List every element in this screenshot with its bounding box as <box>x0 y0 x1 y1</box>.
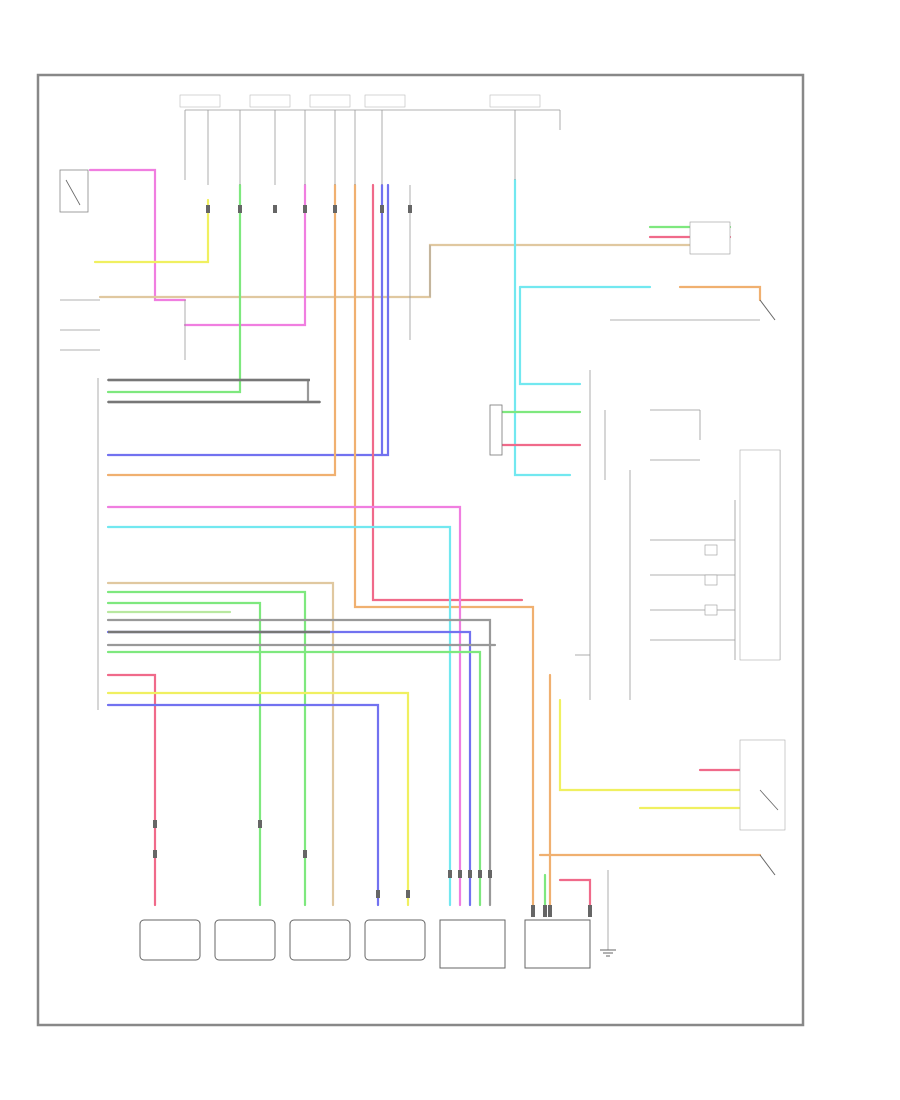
wire-orange-top-right <box>678 285 762 302</box>
center-connector <box>489 404 503 456</box>
component-2 <box>214 919 276 961</box>
wire-tan-mid <box>106 581 335 907</box>
diagram-border <box>36 73 805 1027</box>
fuse-block-4 <box>364 94 406 108</box>
wire-red-bottom2 <box>558 878 592 907</box>
top-left-switch <box>59 169 89 213</box>
component-3 <box>289 919 351 961</box>
component-5 <box>439 919 506 969</box>
harness-bus <box>108 378 330 634</box>
wire-pink-switch1 <box>88 168 187 302</box>
wire-yellow-switch2 <box>93 198 210 264</box>
wire-cyan-right <box>513 178 572 477</box>
right-top-block <box>689 221 731 255</box>
component-1 <box>139 919 201 961</box>
wire-red-long <box>371 183 524 602</box>
fuse-row <box>179 94 541 108</box>
wire-green-mid2 <box>106 601 262 907</box>
bottom-components <box>139 919 591 969</box>
fuse-block-1 <box>179 94 221 108</box>
wire-yellow-bottom <box>558 698 762 792</box>
right-mid-switch <box>759 299 776 321</box>
connector-pins <box>153 205 592 917</box>
wire-cyan-upper-right <box>518 285 582 386</box>
wire-blue-upper <box>106 183 390 457</box>
fuse-block-2 <box>249 94 291 108</box>
wire-pink-relay <box>183 183 307 327</box>
wire-blue-lower <box>106 703 380 907</box>
wire-pink-mid <box>106 505 462 907</box>
ground-icon <box>600 949 616 957</box>
right-vertical-panel <box>704 449 781 661</box>
wire-gray-3 <box>106 618 492 907</box>
wire-red-lower <box>106 673 157 907</box>
fuse-block-3 <box>309 94 351 108</box>
wire-green-upper <box>106 183 242 394</box>
wire-orange-upper <box>106 183 337 477</box>
component-6 <box>524 919 591 969</box>
lower-right-switch <box>759 854 776 876</box>
wire-yellow-lower <box>106 691 410 907</box>
fuse-block-5 <box>489 94 541 108</box>
wire-green-mid1 <box>106 590 307 907</box>
component-4 <box>364 919 426 961</box>
side-control-module <box>739 739 786 831</box>
wire-green-mid3 <box>106 650 482 907</box>
wire-cyan-mid <box>106 525 452 907</box>
wire-orange-long <box>353 183 535 907</box>
